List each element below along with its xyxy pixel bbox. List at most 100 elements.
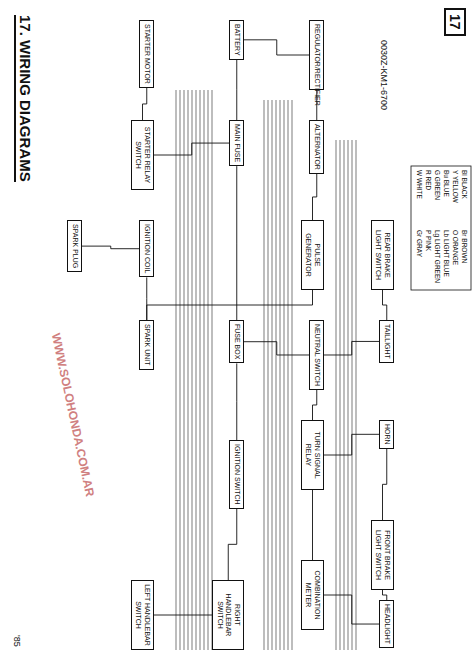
wire	[244, 342, 310, 355]
color-code: Gr GRAY	[416, 230, 423, 257]
wire	[236, 363, 237, 440]
component-box: TURN SIGNAL RELAY	[301, 420, 324, 490]
harness-wire	[280, 100, 281, 650]
component-name: ALTERNATOR	[313, 124, 322, 170]
wire	[236, 60, 237, 120]
component-name: SPARK PLUG	[71, 224, 80, 268]
year-mark: '85	[12, 635, 22, 647]
section-number: 17	[444, 8, 466, 36]
wire	[316, 90, 317, 120]
color-code: P PINK	[425, 230, 432, 251]
color-code: Lg LIGHT GREEN	[434, 230, 441, 283]
component-name: NEUTRAL SWITCH	[313, 324, 322, 386]
component-name: MAIN FUSE	[233, 124, 242, 162]
component-name: REAR BRAKE LIGHT SWITCH	[374, 224, 391, 286]
wire	[312, 490, 313, 560]
component-name: FRONT BRAKE LIGHT SWITCH	[374, 524, 391, 586]
component-name: COMBINATION METER	[304, 564, 321, 626]
harness-wire	[188, 90, 189, 650]
harness-wire	[340, 140, 341, 650]
component-box: HORN	[380, 420, 395, 449]
wire	[236, 166, 237, 320]
harness-wire	[356, 140, 357, 650]
color-code: Br BROWN	[461, 230, 468, 263]
harness-wire	[212, 90, 213, 650]
harness-wire	[284, 100, 285, 650]
component-box: STARTER RELAY SWITCH	[131, 120, 154, 190]
wire	[82, 246, 140, 249]
page-title: 17. WIRING DIAGRAMS	[14, 15, 34, 182]
component-name: SPARK UNIT	[143, 324, 152, 366]
component-box: HEADLIGHT	[380, 600, 395, 648]
wire	[228, 509, 237, 580]
color-code: W WHITE	[416, 170, 423, 199]
component-name: HORN	[383, 424, 392, 445]
component-box: BATTERY	[230, 20, 245, 60]
wire	[324, 341, 380, 355]
wire	[313, 174, 317, 220]
component-box: MAIN FUSE	[230, 120, 245, 166]
harness-wire	[176, 90, 177, 650]
wire	[143, 88, 147, 120]
harness-wire	[196, 90, 197, 650]
component-box: LEFT HANDLEBAR SWITCH	[131, 580, 154, 650]
component-box: RIGHT HANDLEBAR SWITCH	[213, 580, 245, 650]
watermark: WWW.SOLOHONDA.COM.AR	[48, 330, 97, 500]
component-box: COMBINATION METER	[301, 560, 324, 630]
component-name: TURN SIGNAL RELAY	[304, 424, 321, 486]
harness-wire	[204, 90, 205, 650]
component-box: PULSE GENERATOR	[301, 220, 324, 290]
wire	[383, 590, 387, 600]
component-name: RIGHT HANDLEBAR SWITCH	[216, 584, 242, 646]
harness-wire	[288, 100, 289, 650]
wire-bundle	[176, 90, 356, 650]
harness-wire	[352, 140, 353, 650]
color-code: Bl BLACK	[461, 170, 468, 199]
color-code: R RED	[425, 170, 432, 190]
wire	[383, 449, 387, 520]
harness-wire	[192, 90, 193, 650]
component-box: TAILLIGHT	[380, 320, 395, 363]
drawing-code: 0030Z-KM1-6700	[379, 40, 389, 110]
wire	[154, 615, 213, 616]
wire	[244, 40, 310, 55]
component-box: IGNITION SWITCH	[230, 440, 245, 509]
harness-wire	[348, 140, 349, 650]
component-name: FUSE BOX	[233, 324, 242, 359]
component-name: TAILLIGHT	[383, 324, 392, 359]
component-name: PULSE GENERATOR	[304, 224, 321, 286]
wire	[383, 290, 387, 320]
component-box: NEUTRAL SWITCH	[310, 320, 325, 390]
harness-wire	[292, 100, 293, 650]
component-box: ALTERNATOR	[310, 120, 325, 174]
harness-wire	[344, 140, 345, 650]
component-box: SPARK PLUG	[68, 220, 83, 272]
wire	[313, 390, 317, 420]
color-code: O ORANGE	[452, 230, 459, 265]
harness-wire	[268, 100, 269, 650]
component-name: BATTERY	[233, 24, 242, 56]
color-code: Bu BLUE	[443, 170, 450, 197]
component-box: SPARK UNIT	[140, 320, 155, 370]
harness-wire	[200, 90, 201, 650]
wire	[324, 595, 380, 624]
component-name: REGULATOR/RECTIFIER	[313, 24, 322, 86]
component-name: IGNITION COIL	[143, 224, 152, 273]
harness-wire	[272, 100, 273, 650]
component-box: REAR BRAKE LIGHT SWITCH	[371, 220, 394, 290]
color-code: Y YELLOW	[452, 170, 459, 203]
component-box: STARTER MOTOR	[140, 20, 155, 88]
wire	[324, 434, 380, 455]
component-box: IGNITION COIL	[140, 220, 155, 277]
color-code-table	[411, 166, 471, 290]
component-box: FUSE BOX	[230, 320, 245, 363]
component-name: IGNITION SWITCH	[233, 444, 242, 505]
component-name: STARTER RELAY SWITCH	[134, 124, 151, 186]
component-name: LEFT HANDLEBAR SWITCH	[134, 584, 151, 646]
harness-wire	[276, 100, 277, 650]
component-box: FRONT BRAKE LIGHT SWITCH	[371, 520, 394, 590]
color-code: Lb LIGHT BLUE	[443, 230, 450, 277]
component-name: STARTER MOTOR	[143, 24, 152, 84]
harness-wire	[208, 90, 209, 650]
